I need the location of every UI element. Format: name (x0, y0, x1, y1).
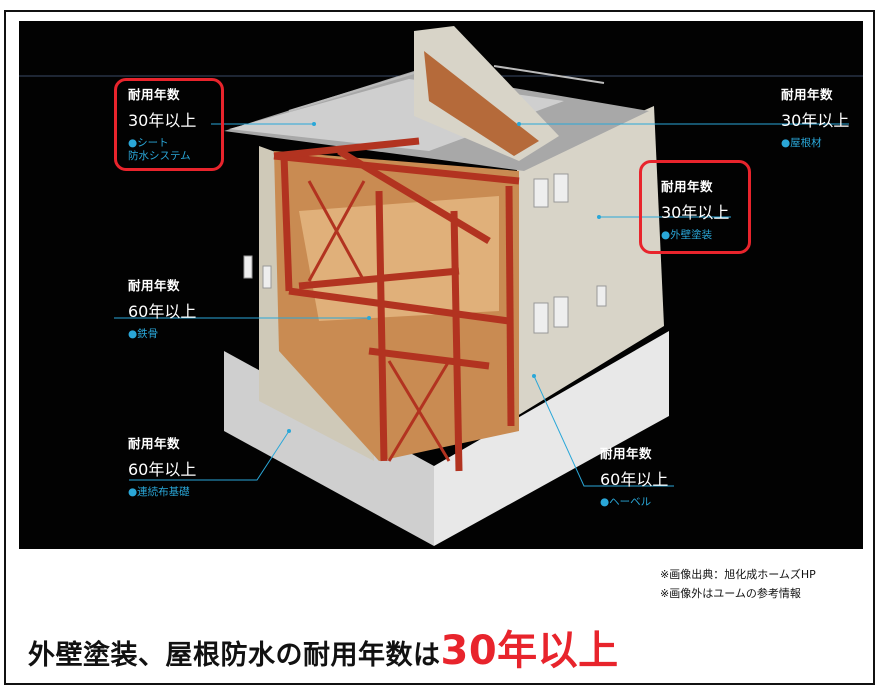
house-cutaway-illustration: 耐用年数 30年以上 ●シート 防水システム 耐用年数 30年以上 ●屋根材 耐… (19, 21, 863, 549)
spec-caption: ●ヘーベル (600, 496, 652, 508)
spec-key: 耐用年数 (128, 278, 181, 293)
spec-value: 30年以上 (781, 111, 850, 130)
spec-value: 30年以上 (661, 203, 730, 222)
highlight-box-paint (639, 160, 751, 254)
spec-value: 60年以上 (128, 460, 197, 479)
spec-hebel: 耐用年数 60年以上 ●ヘーベル (600, 443, 668, 509)
spec-value: 30年以上 (128, 111, 197, 130)
headline-highlight: 30年以上 (440, 628, 619, 674)
house-drawing (19, 26, 863, 546)
spec-key: 耐用年数 (128, 436, 181, 451)
spec-key: 耐用年数 (781, 87, 834, 102)
spec-key: 耐用年数 (128, 87, 181, 102)
spec-foundation: 耐用年数 60年以上 ●連続布基礎 (128, 433, 196, 499)
image-credit: ※画像出典：旭化成ホームズHP (660, 568, 816, 581)
steel-frame (273, 137, 520, 472)
spec-sheet-waterproof: 耐用年数 30年以上 ●シート 防水システム (128, 84, 196, 163)
leader-lines (114, 123, 849, 487)
spec-exterior-paint: 耐用年数 30年以上 ●外壁塗装 (661, 176, 729, 242)
foundation-right (434, 331, 669, 546)
spec-value: 60年以上 (600, 470, 669, 489)
spec-caption: ●連続布基礎 (128, 486, 190, 498)
headline: 外壁塗装、屋根防水の耐用年数は30年以上 (28, 618, 619, 676)
spec-roof: 耐用年数 30年以上 ●屋根材 (781, 84, 849, 150)
spec-caption: ●屋根材 (781, 137, 822, 149)
spec-steel: 耐用年数 60年以上 ●鉄骨 (128, 275, 196, 341)
spec-value: 60年以上 (128, 302, 197, 321)
spec-key: 耐用年数 (661, 179, 714, 194)
spec-key: 耐用年数 (600, 446, 653, 461)
info-note: ※画像外はユームの参考情報 (660, 587, 801, 600)
stair-tower (414, 26, 559, 161)
highlight-box-sheet (114, 78, 224, 171)
headline-prefix: 外壁塗装、屋根防水の耐用年数は (28, 640, 441, 671)
spec-caption: ●外壁塗装 (661, 229, 713, 241)
spec-caption: ●鉄骨 (128, 328, 159, 340)
spec-caption: ●シート 防水システム (128, 137, 191, 162)
windows (243, 173, 607, 334)
